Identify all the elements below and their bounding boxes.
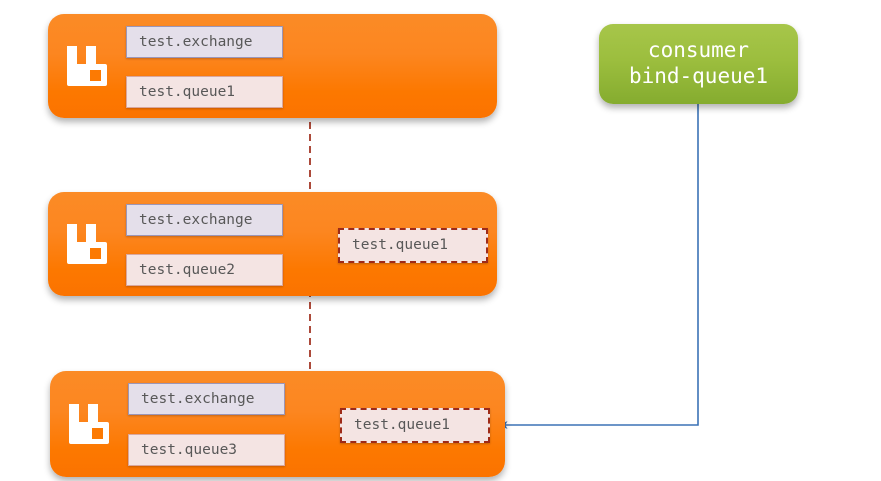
broker-3-ghost-queue-chip[interactable]: test.queue1 bbox=[340, 408, 490, 443]
broker-3-exchange-chip[interactable]: test.exchange bbox=[128, 383, 285, 415]
consumer-label-line1: consumer bbox=[647, 38, 750, 63]
broker-1-exchange-chip[interactable]: test.exchange bbox=[126, 26, 283, 58]
broker-2-queue-chip[interactable]: test.queue2 bbox=[126, 254, 283, 286]
broker-2-exchange-chip[interactable]: test.exchange bbox=[126, 204, 283, 236]
edge-consumer-to-queue bbox=[497, 104, 699, 429]
broker-3-resources: test.exchange test.queue3 bbox=[122, 371, 495, 477]
rabbitmq-logo-icon bbox=[65, 44, 107, 88]
broker-2-ghost-queue-chip[interactable]: test.queue1 bbox=[338, 228, 488, 263]
rabbitmq-logo-icon bbox=[67, 402, 109, 446]
consumer-node[interactable]: consumer bind-queue1 bbox=[599, 24, 798, 104]
broker-1-queue-chip[interactable]: test.queue1 bbox=[126, 76, 283, 108]
broker-1-resources: test.exchange test.queue1 bbox=[120, 14, 487, 118]
broker-node-2[interactable]: test.exchange test.queue2 bbox=[48, 192, 497, 296]
broker-node-1[interactable]: test.exchange test.queue1 bbox=[48, 14, 497, 118]
rabbitmq-logo-icon bbox=[65, 222, 107, 266]
broker-3-queue-chip[interactable]: test.queue3 bbox=[128, 434, 285, 466]
consumer-label-line2: bind-queue1 bbox=[628, 64, 769, 88]
broker-2-resources: test.exchange test.queue2 bbox=[120, 192, 487, 296]
